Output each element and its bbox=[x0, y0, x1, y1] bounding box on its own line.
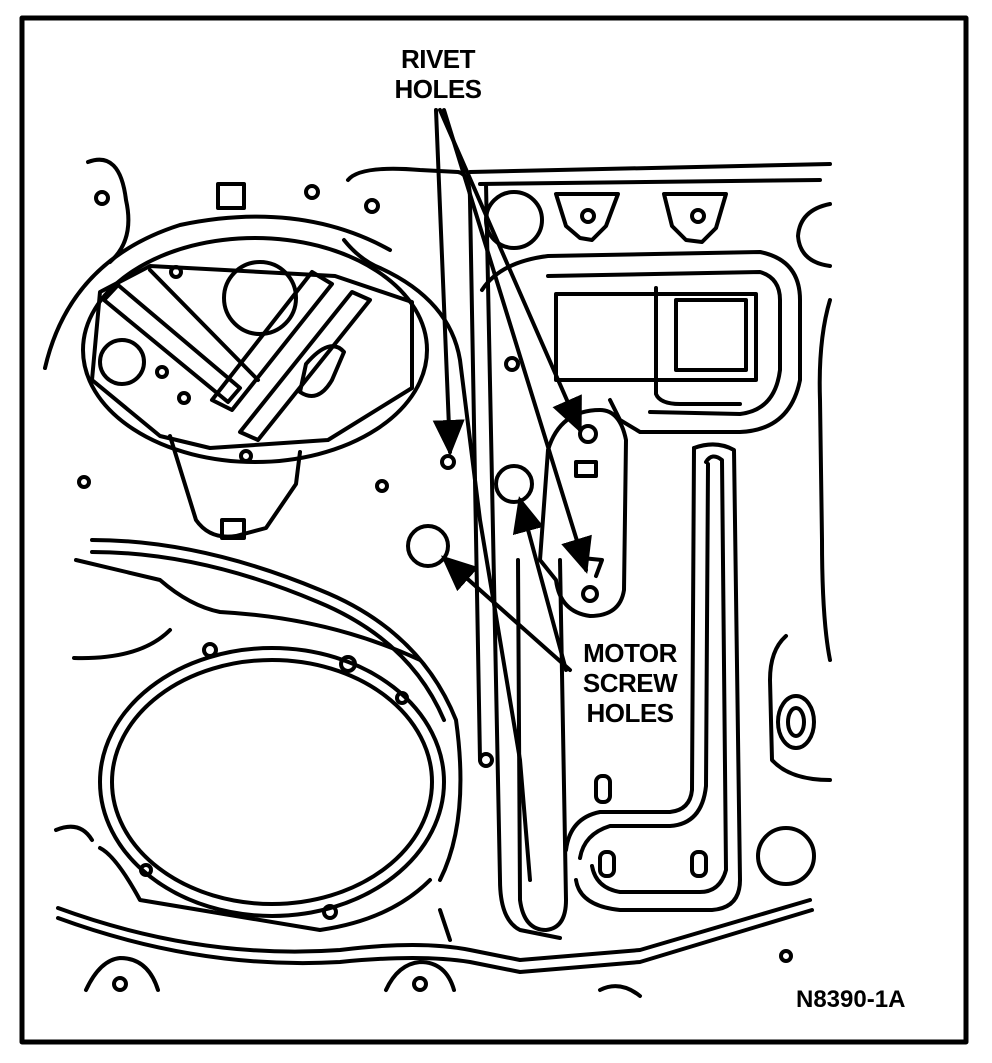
figure-border bbox=[19, 15, 969, 1045]
rivet-holes-line1: RIVET bbox=[400, 44, 476, 74]
motor-screw-line3: HOLES bbox=[586, 698, 674, 728]
motor-leader-2 bbox=[512, 496, 568, 672]
motor-screw-holes-label: MOTOR SCREW HOLES bbox=[560, 638, 700, 728]
motor-screw-line2: SCREW bbox=[582, 668, 678, 698]
glass-run-channel bbox=[516, 558, 568, 932]
upper-speaker-grille bbox=[43, 157, 456, 540]
lower-speaker-opening bbox=[72, 538, 463, 932]
motor-leader-1 bbox=[441, 555, 572, 672]
rivet-leader-1 bbox=[432, 108, 465, 456]
rivet-holes-line2: HOLES bbox=[394, 74, 482, 104]
motor-screw-leaders bbox=[441, 496, 572, 672]
rivet-leader-3 bbox=[442, 108, 592, 574]
figure-id: N8390-1A bbox=[796, 986, 906, 1013]
rivet-holes-label: RIVET HOLES bbox=[378, 44, 498, 104]
motor-screw-line1: MOTOR bbox=[583, 638, 677, 668]
rivet-leader-2 bbox=[438, 108, 582, 434]
door-frame-beam bbox=[342, 162, 832, 940]
bottom-sill bbox=[54, 824, 814, 998]
window-regulator-area bbox=[406, 190, 832, 963]
rivet-holes-leaders bbox=[432, 108, 592, 574]
